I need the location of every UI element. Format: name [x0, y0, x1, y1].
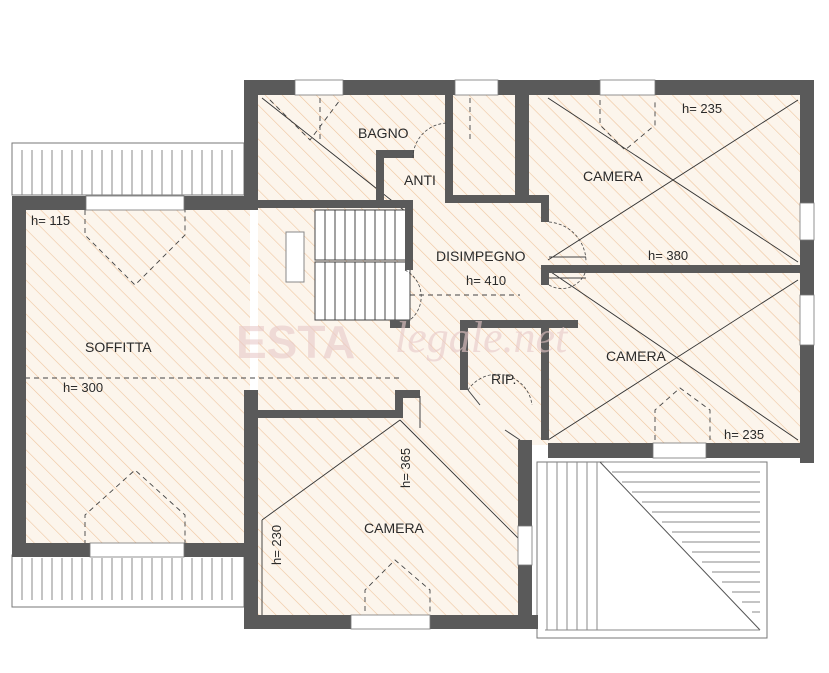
room-label-camera-bottom: CAMERA [364, 520, 425, 536]
room-label-camera-top-right: CAMERA [583, 168, 644, 184]
height-camera-mid-right: h= 380 [648, 248, 688, 263]
room-label-rip: RIP. [491, 371, 516, 387]
walls [12, 80, 814, 629]
svg-text:legale.net: legale.net [395, 313, 569, 362]
room-label-bagno: BAGNO [358, 125, 409, 141]
height-vertical-365: h= 365 [398, 448, 413, 488]
room-label-camera-right: CAMERA [606, 348, 667, 364]
room-label-disimpegno: DISIMPEGNO [436, 248, 526, 264]
staircase [285, 209, 411, 321]
height-camera-right-corner: h= 235 [724, 427, 764, 442]
door-swings [404, 122, 587, 406]
height-soffitta-corner: h= 115 [31, 213, 70, 228]
windows [85, 79, 815, 630]
room-label-soffitta: SOFFITTA [85, 339, 152, 355]
terrace-bottom-left [11, 554, 245, 608]
terrace-bottom-right [536, 461, 768, 639]
height-camera-top-right: h= 235 [682, 101, 722, 116]
door-leaves [419, 256, 586, 441]
height-disimpegno: h= 410 [466, 273, 506, 288]
watermark: ESTA legale.net [236, 313, 569, 368]
svg-text:ESTA: ESTA [236, 316, 355, 368]
room-label-anti: ANTI [404, 172, 436, 188]
dashed-lines [25, 80, 711, 620]
height-vertical-230: h= 230 [269, 525, 284, 565]
height-soffitta: h= 300 [63, 380, 103, 395]
roof-lines [261, 97, 799, 620]
terrace-top-left [11, 142, 245, 196]
